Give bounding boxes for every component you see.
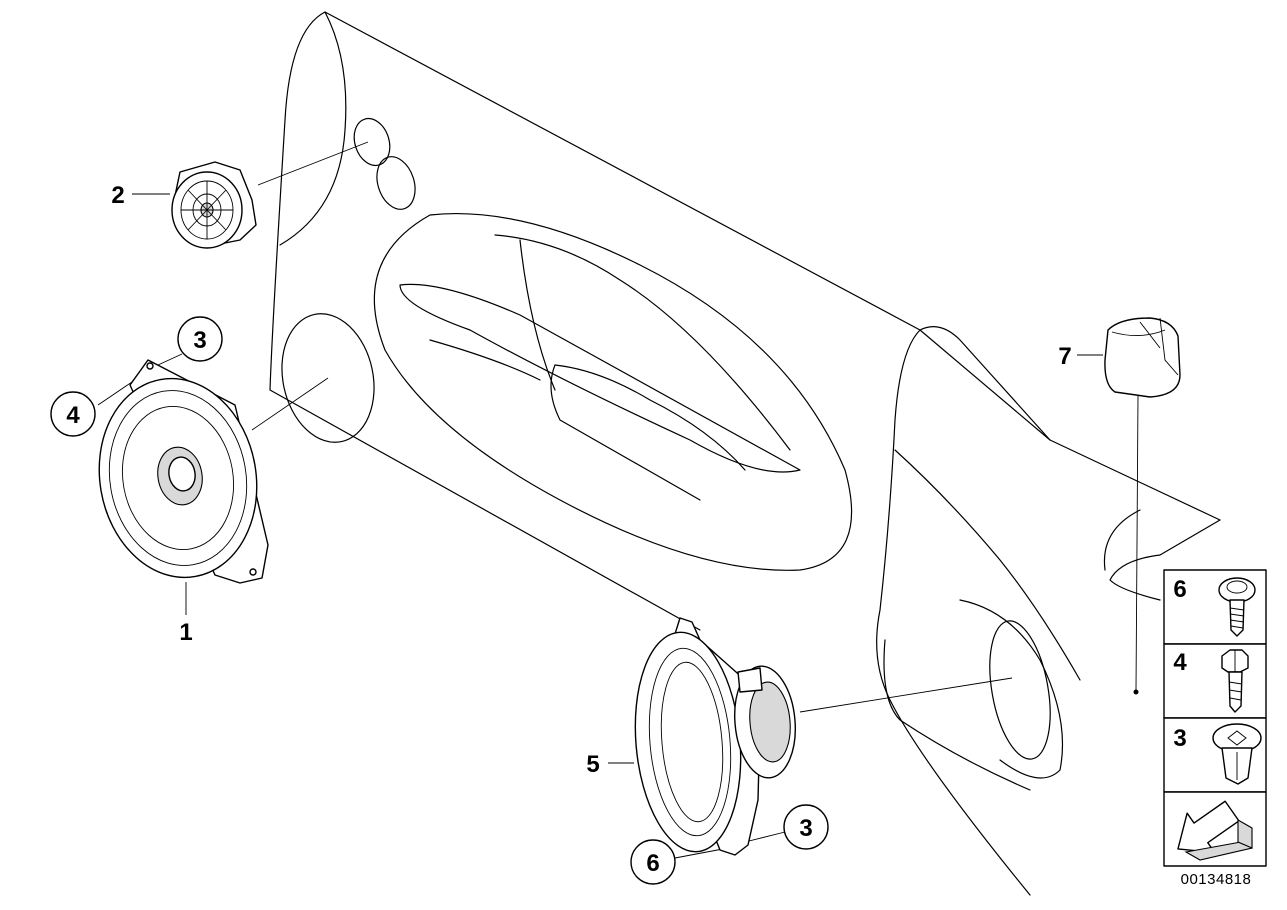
svg-text:7: 7 bbox=[1058, 343, 1071, 370]
svg-text:1: 1 bbox=[179, 619, 192, 646]
diagram-id-label: 00134818 bbox=[1181, 871, 1252, 888]
callout-5: 5 bbox=[586, 751, 599, 778]
door-panel bbox=[269, 11, 1221, 896]
cover-cap-part-7[interactable] bbox=[1104, 317, 1181, 398]
clip-nut-icon bbox=[1212, 723, 1262, 785]
legend-item-6[interactable]: 6 bbox=[1173, 576, 1256, 637]
svg-text:4: 4 bbox=[66, 402, 80, 429]
callout-6-lower: 6 bbox=[630, 839, 676, 885]
speaker-part-1[interactable] bbox=[84, 359, 272, 590]
svg-text:6: 6 bbox=[1173, 576, 1186, 603]
svg-text:3: 3 bbox=[1173, 725, 1186, 752]
leader-lines bbox=[97, 141, 1139, 859]
svg-text:3: 3 bbox=[193, 327, 206, 354]
callout-1: 1 bbox=[179, 619, 192, 646]
svg-text:5: 5 bbox=[586, 751, 599, 778]
svg-text:3: 3 bbox=[799, 815, 812, 842]
callout-2: 2 bbox=[111, 182, 124, 209]
callout-4-upper: 4 bbox=[50, 391, 96, 437]
tweeter-part[interactable] bbox=[171, 161, 257, 249]
callout-7: 7 bbox=[1058, 343, 1071, 370]
screw-with-washer-icon bbox=[1218, 577, 1256, 637]
legend-item-arrow bbox=[1177, 800, 1253, 861]
callout-3-upper: 3 bbox=[177, 316, 223, 362]
parts-legend: 6 4 3 bbox=[1163, 569, 1267, 867]
speaker-part-5[interactable] bbox=[627, 617, 800, 856]
hex-bolt-icon bbox=[1221, 649, 1249, 713]
callout-3-lower: 3 bbox=[783, 804, 829, 850]
direction-arrow-icon bbox=[1177, 800, 1253, 861]
svg-text:2: 2 bbox=[111, 182, 124, 209]
svg-text:4: 4 bbox=[1173, 649, 1187, 676]
legend-item-3[interactable]: 3 bbox=[1173, 723, 1262, 785]
legend-item-4[interactable]: 4 bbox=[1173, 649, 1249, 713]
svg-text:6: 6 bbox=[646, 850, 659, 877]
